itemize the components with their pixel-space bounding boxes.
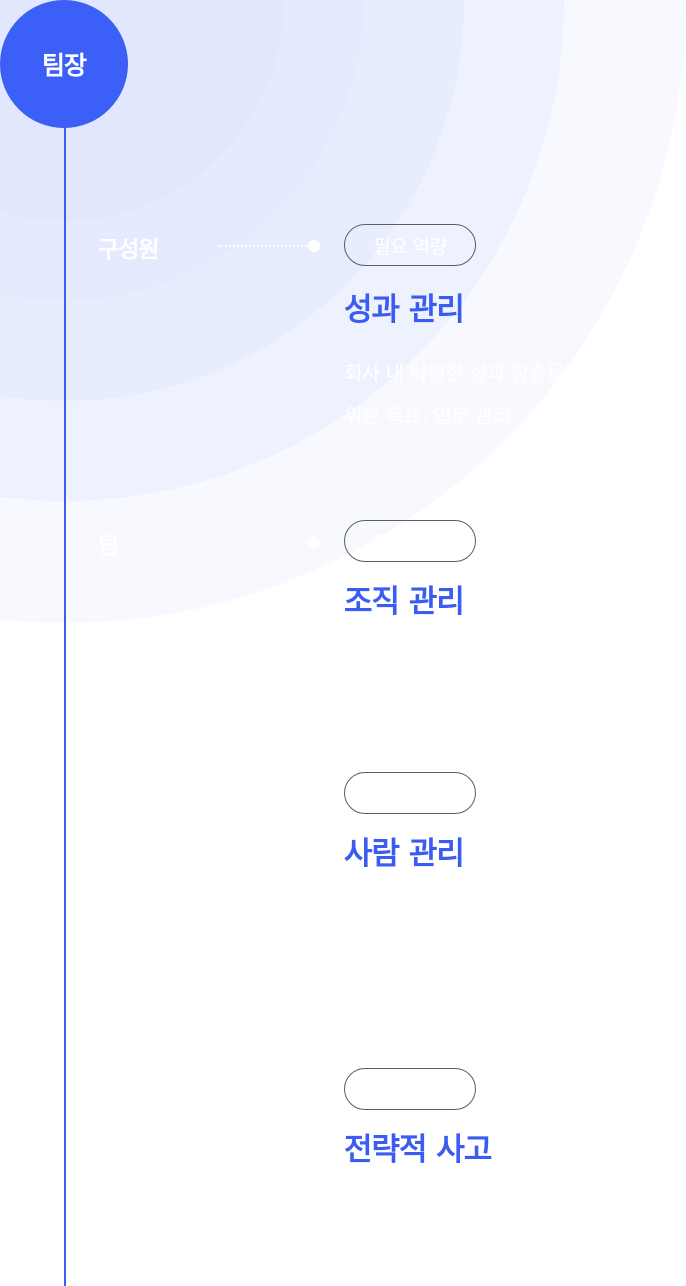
- required-competency-tag: 필요 역량: [344, 224, 476, 266]
- required-competency-tag: 필요 역량: [344, 1068, 476, 1110]
- connector-dot: [308, 536, 320, 548]
- competency-description: 외부 상황에 빠르게 대응하는 전략적/이성적 사고: [344, 1192, 664, 1278]
- competency-title: 성과 관리: [344, 292, 465, 328]
- required-competency-tag: 필요 역량: [344, 772, 476, 814]
- leader-label: 팀장: [41, 51, 87, 80]
- tag-label: 필요 역량: [373, 1079, 447, 1102]
- leader-badge: 팀장: [0, 0, 128, 128]
- competency-description: 회사 내 탁월한 성과 창출을 위한 목표, 업무 관리: [344, 352, 664, 438]
- description-line: 영속하는 최강 조직 빌딩: [344, 655, 541, 679]
- connector-dot: [308, 240, 320, 252]
- connector-line: [218, 245, 310, 247]
- connector-dot: [308, 788, 320, 800]
- scope-label: 회사: [98, 785, 139, 811]
- description-line: 외부 상황에 빠르게 대응하는: [344, 1201, 577, 1225]
- competency-description: 신뢰 기반의 관계 구축과 커뮤니케이션: [344, 898, 664, 984]
- connector-line: [218, 793, 310, 795]
- tag-label: 필요 역량: [373, 531, 447, 554]
- description-line: 커뮤니케이션: [344, 950, 452, 974]
- competency-description: 영속하는 최강 조직 빌딩: [344, 646, 664, 689]
- required-competency-tag: 필요 역량: [344, 520, 476, 562]
- competency-title: 사람 관리: [344, 836, 465, 872]
- connector-line: [218, 1089, 310, 1091]
- connector-line: [218, 541, 310, 543]
- tag-label: 필요 역량: [373, 235, 447, 258]
- competency-title: 전략적 사고: [344, 1132, 492, 1168]
- connector-dot: [308, 1084, 320, 1096]
- description-line: 위한 목표, 업무 관리: [344, 404, 511, 428]
- tag-label: 필요 역량: [373, 783, 447, 806]
- timeline-axis: [64, 64, 66, 1286]
- competency-title: 조직 관리: [344, 584, 465, 620]
- description-line: 전략적/이성적 사고: [344, 1244, 500, 1268]
- scope-label: 외부환경: [98, 1081, 180, 1107]
- scope-label: 구성원: [98, 237, 159, 263]
- description-line: 회사 내 탁월한 성과 창출을: [344, 361, 565, 385]
- description-line: 신뢰 기반의 관계 구축과: [344, 907, 541, 931]
- scope-label: 팀: [98, 533, 119, 559]
